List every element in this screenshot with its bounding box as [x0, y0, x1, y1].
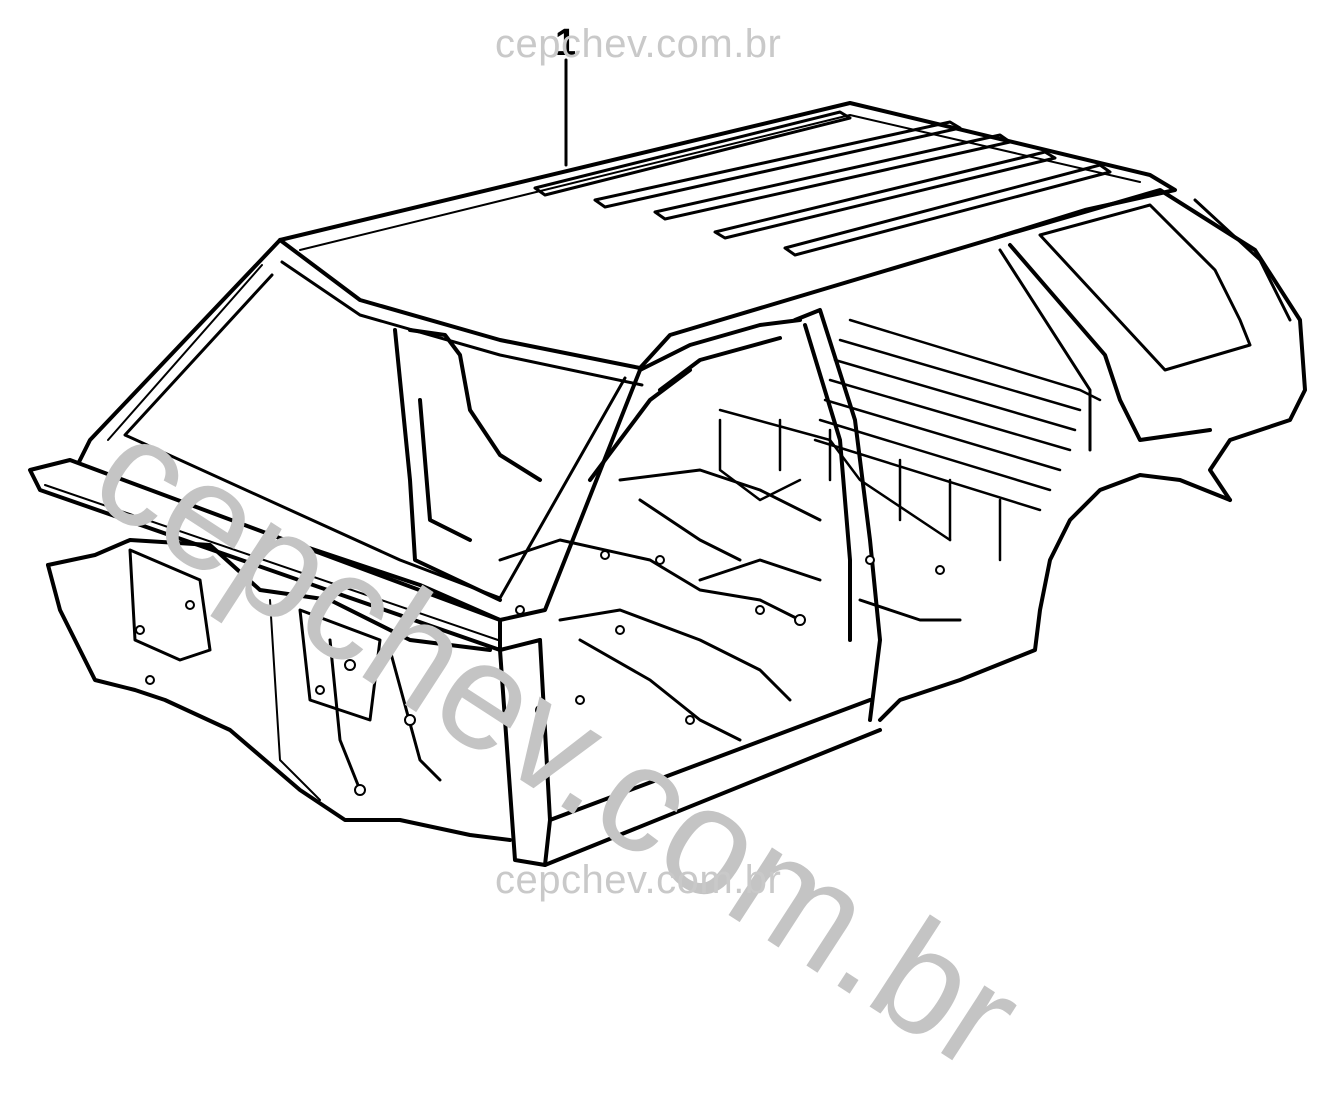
watermark-top: cepchev.com.br [495, 22, 782, 66]
callout-label-1: 1 [555, 22, 577, 64]
cowl-panel [28, 458, 512, 842]
car-body-shell-drawing [28, 58, 1307, 867]
b-pillar [588, 308, 882, 722]
rocker-sill [498, 638, 882, 867]
rear-quarter-panel [878, 188, 1307, 722]
roof-ribs [533, 110, 1112, 257]
watermark-bottom: cepchev.com.br [495, 858, 782, 902]
front-door-opening [393, 328, 542, 602]
roof-panel [278, 101, 1177, 387]
windshield-frame [73, 238, 642, 622]
body-shell-diagram: 1 cepchev.com.br cepchev.com.br cepchev.… [28, 22, 1307, 1102]
cargo-floor-ribs [718, 318, 1102, 562]
floor-pan [498, 468, 962, 742]
mounting-holes [135, 550, 945, 796]
